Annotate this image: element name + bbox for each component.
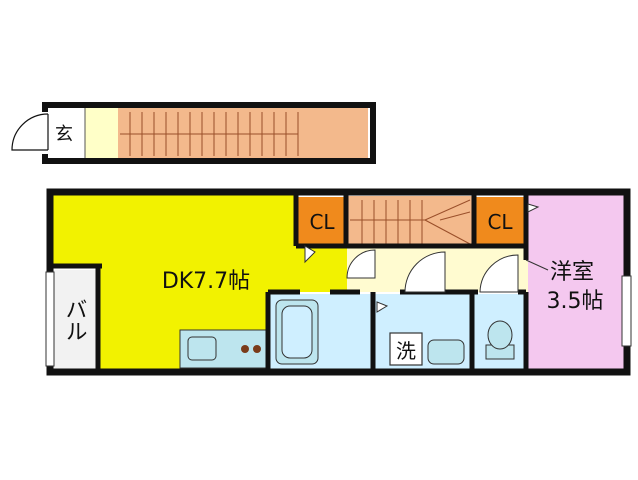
upper-stairs bbox=[118, 108, 368, 158]
door-swings bbox=[346, 249, 549, 293]
balcony bbox=[50, 270, 98, 370]
dk-room bbox=[50, 192, 347, 370]
closet-right bbox=[476, 197, 524, 244]
entrance-door-gap bbox=[40, 112, 51, 154]
main-stairs bbox=[346, 196, 476, 246]
toilet-bowl bbox=[487, 320, 513, 350]
closet-left-label: CL bbox=[309, 210, 335, 234]
balcony-window bbox=[45, 271, 55, 367]
entrance-label: 玄 bbox=[55, 124, 73, 145]
stove-burner bbox=[241, 345, 249, 353]
washer-box bbox=[389, 332, 423, 366]
sink bbox=[187, 336, 217, 361]
bedroom-name: 洋室 bbox=[550, 260, 594, 285]
closet-left bbox=[298, 197, 346, 244]
bedroom-size: 3.5帖 bbox=[547, 289, 604, 314]
dk-label: DK7.7帖 bbox=[162, 269, 250, 294]
stove-burner bbox=[253, 345, 261, 353]
bedroom bbox=[528, 192, 624, 370]
bathtub-inner bbox=[281, 305, 313, 359]
entrance-stair-strip: 玄 bbox=[11, 102, 376, 164]
dk-entry-marker bbox=[304, 245, 316, 264]
washbasin bbox=[427, 339, 465, 365]
main-stair-treads bbox=[350, 199, 471, 245]
interior-walls bbox=[50, 194, 529, 370]
closet-marker bbox=[527, 203, 540, 213]
washer-label: 洗 bbox=[396, 339, 416, 363]
upper-stair-treads bbox=[120, 112, 299, 156]
wash-marker bbox=[376, 301, 389, 313]
bedroom-window bbox=[621, 275, 632, 347]
entrance-floor bbox=[48, 108, 85, 158]
entrance-door-swing bbox=[11, 113, 49, 151]
balcony-label: バル bbox=[62, 298, 87, 342]
closet-right-label: CL bbox=[487, 210, 513, 234]
main-floor: バル 洗 bbox=[45, 188, 632, 376]
entrance-hall-floor bbox=[85, 108, 118, 158]
